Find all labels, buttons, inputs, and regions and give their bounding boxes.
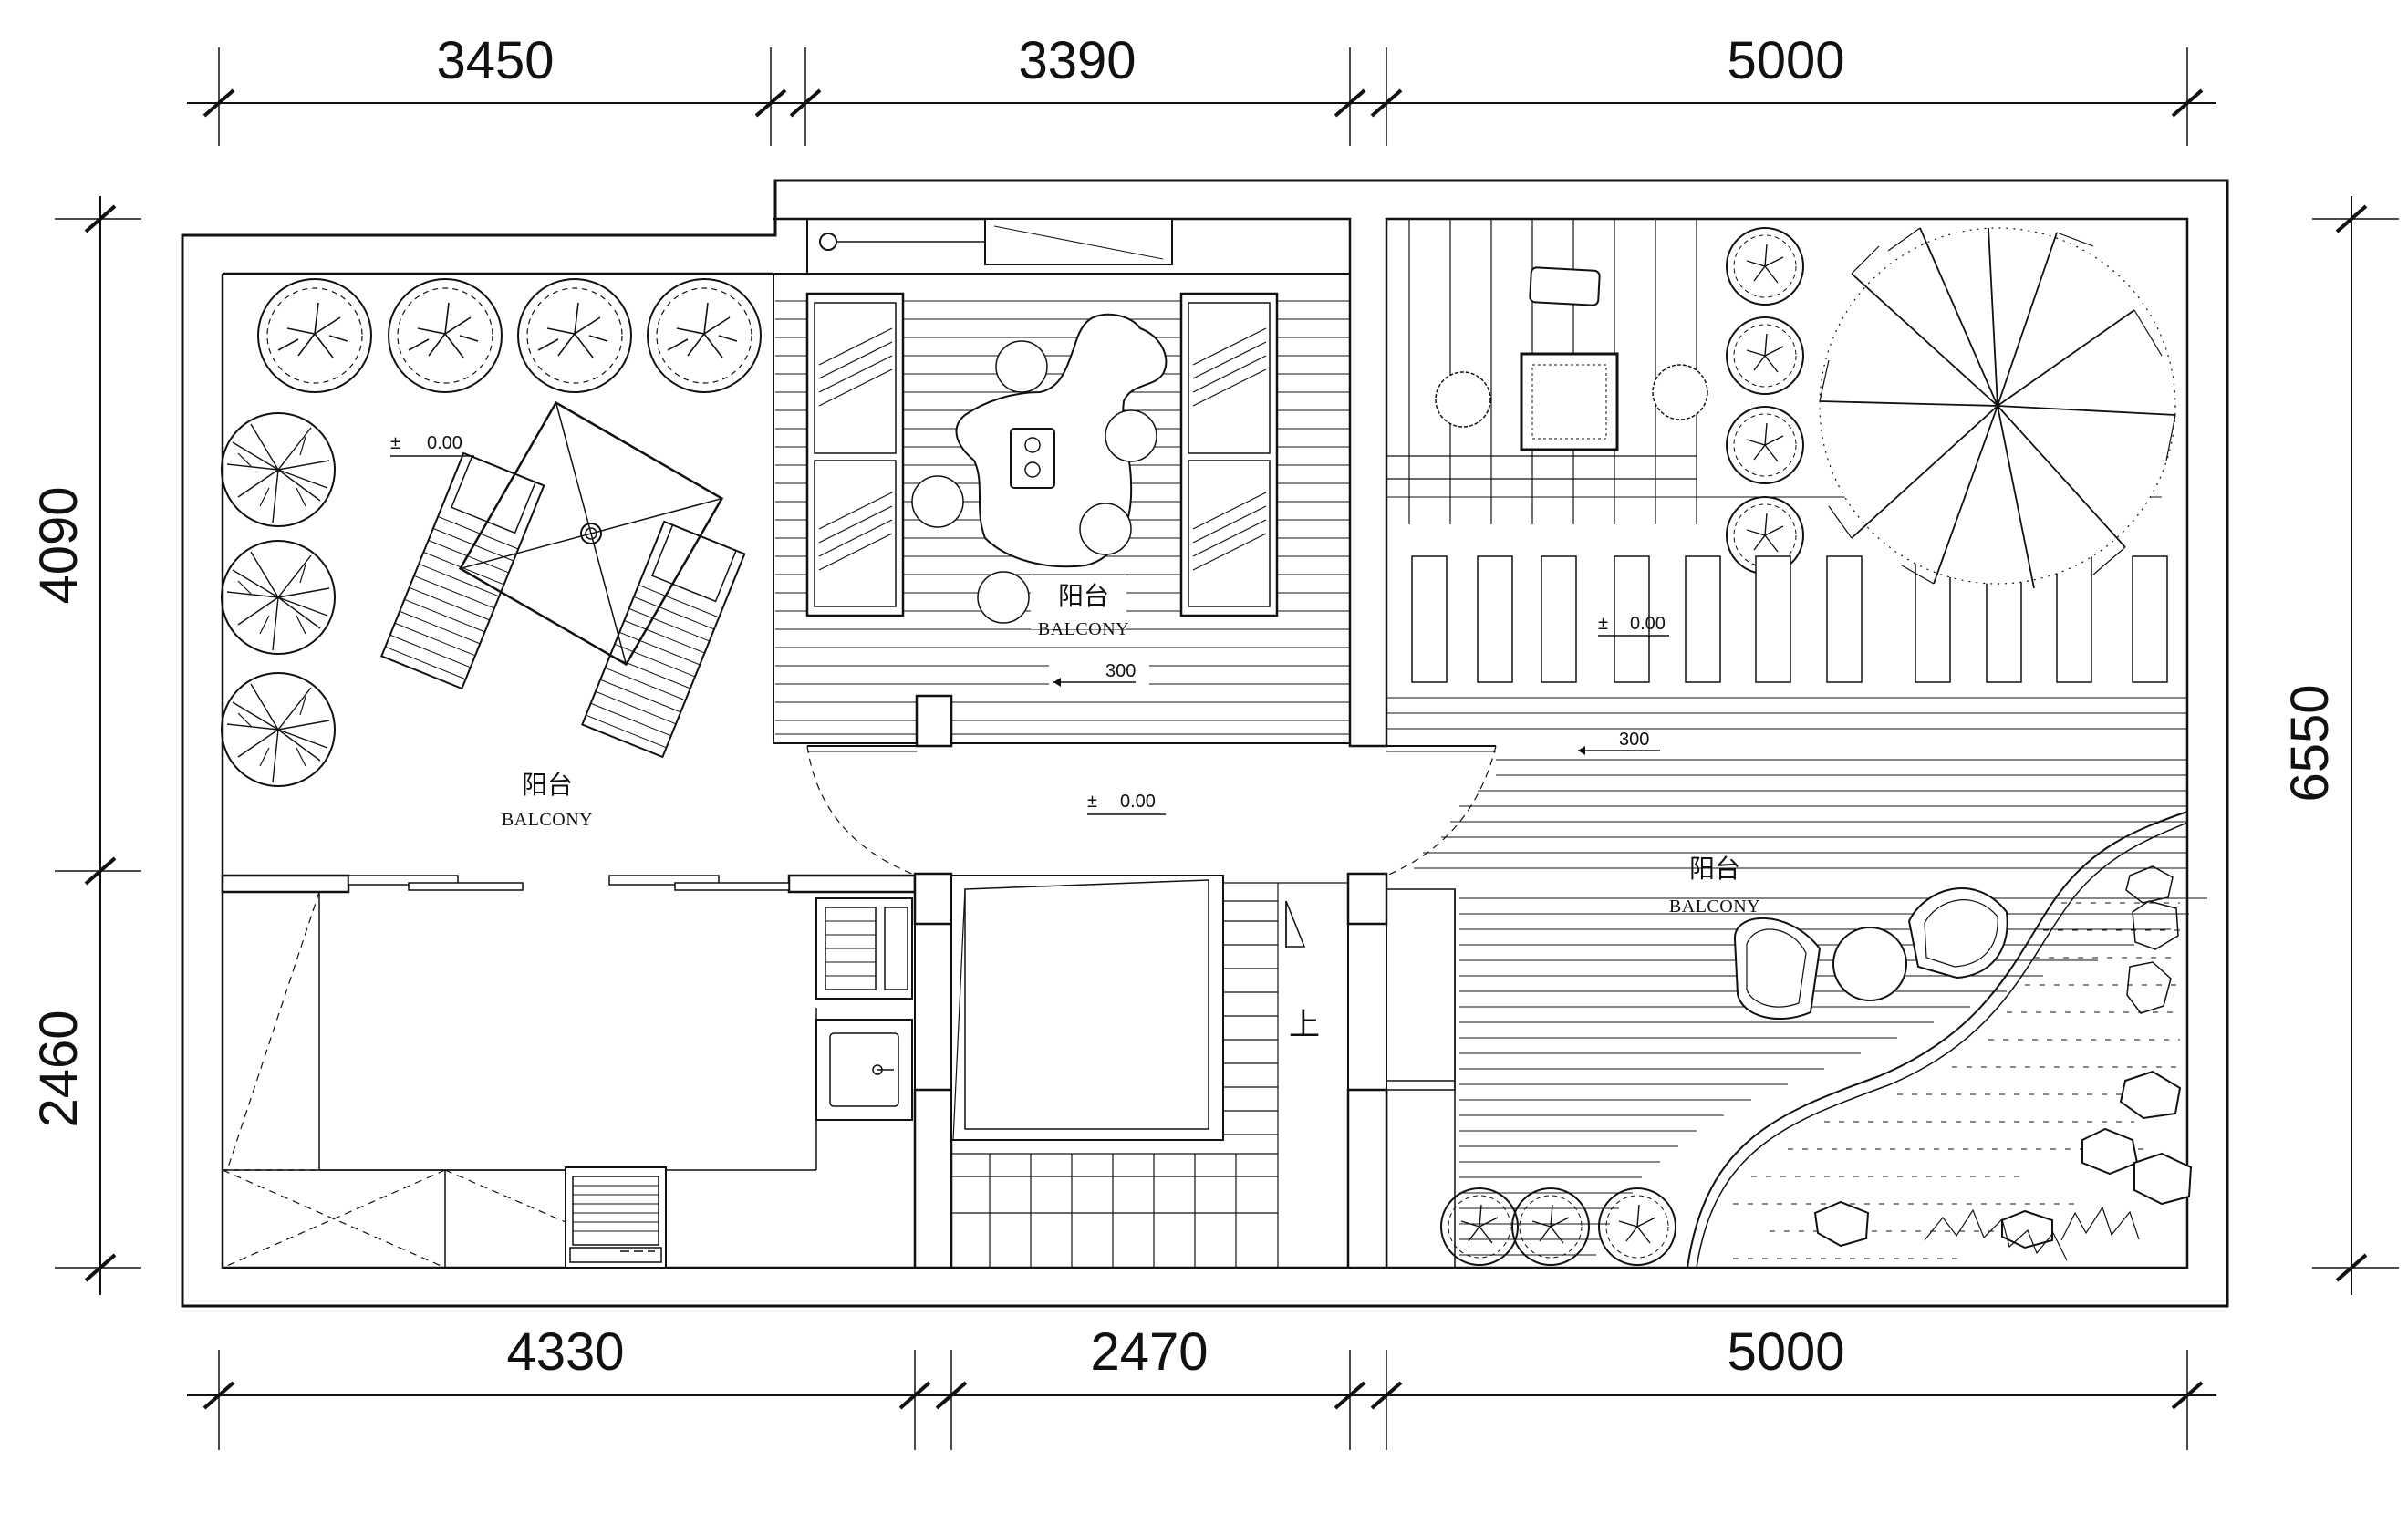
area-name-en: BALCONY bbox=[1669, 896, 1760, 917]
dim-top-3: 5000 bbox=[1727, 31, 1844, 90]
dimension-top: 3450 3390 5000 bbox=[187, 31, 2216, 146]
area-name-cn: 阳台 bbox=[1689, 854, 1740, 884]
parasol-icon bbox=[458, 400, 724, 667]
shrub-icon bbox=[1726, 316, 1804, 395]
dim-bottom-1: 4330 bbox=[506, 1322, 624, 1382]
cushion-icon bbox=[1529, 266, 1601, 306]
dim-bottom-3: 5000 bbox=[1727, 1322, 1844, 1382]
shrub-icon bbox=[257, 278, 372, 393]
stool-icon bbox=[911, 475, 964, 528]
stool-icon bbox=[977, 571, 1030, 624]
dimension-bottom: 4330 2470 5000 bbox=[187, 1322, 2216, 1450]
dim-left-1: 4090 bbox=[29, 486, 88, 604]
chair-icon bbox=[1733, 917, 1822, 1020]
shrub-icon bbox=[1726, 406, 1804, 484]
table-icon bbox=[1520, 352, 1619, 451]
level-mark: ± bbox=[1598, 614, 1608, 634]
level-value: 300 bbox=[1619, 730, 1649, 750]
dim-top-1: 3450 bbox=[436, 31, 554, 90]
level-value: 0.00 bbox=[1120, 792, 1156, 812]
level-value: 300 bbox=[1105, 661, 1136, 681]
shrub-icon bbox=[388, 278, 503, 393]
dim-bottom-2: 2470 bbox=[1090, 1322, 1208, 1382]
dimension-right: 6550 bbox=[2280, 196, 2399, 1295]
bench-icon bbox=[805, 292, 905, 617]
shrub-icon bbox=[1440, 1187, 1519, 1266]
shrub-icon bbox=[517, 278, 632, 393]
bench-icon bbox=[1179, 292, 1279, 617]
level-mark: ± bbox=[390, 433, 400, 453]
sink-icon bbox=[815, 1019, 913, 1121]
area-name-en: BALCONY bbox=[1038, 619, 1129, 639]
room-bottom-left bbox=[221, 874, 917, 1269]
central-area: ± 0.00 bbox=[806, 745, 1497, 876]
area-name-en: BALCONY bbox=[502, 810, 593, 830]
table-icon bbox=[1832, 927, 1907, 1001]
stove-icon bbox=[565, 1166, 667, 1269]
stair-up-label: 上 bbox=[1289, 1007, 1320, 1043]
shrub-icon bbox=[647, 278, 762, 393]
stool-icon bbox=[1652, 364, 1708, 420]
level-value: 0.00 bbox=[427, 433, 462, 453]
dim-top-2: 3390 bbox=[1018, 31, 1136, 90]
outer-walls bbox=[181, 179, 2229, 1308]
balcony-top-middle: 阳台 BALCONY 300 bbox=[773, 218, 1351, 748]
dimension-left: 4090 2460 bbox=[29, 196, 141, 1295]
balcony-top-left: ± 0.00 阳台 BALCONY bbox=[221, 278, 762, 830]
stool-icon bbox=[1105, 409, 1157, 462]
stair-area: 上 bbox=[913, 872, 1388, 1269]
stool-icon bbox=[995, 340, 1048, 393]
rock-icon bbox=[1813, 865, 2193, 1261]
sun-lounger-icon bbox=[380, 451, 545, 690]
dim-left-2: 2460 bbox=[29, 1010, 88, 1127]
tree-icon bbox=[221, 412, 336, 527]
balcony-right-lower: 阳台 BALCONY 300 bbox=[1386, 697, 2207, 1269]
shrub-icon bbox=[1726, 227, 1804, 306]
organic-table-icon bbox=[955, 313, 1168, 568]
stool-icon bbox=[1079, 503, 1132, 555]
sun-lounger-icon bbox=[581, 520, 746, 759]
tree-icon bbox=[221, 540, 336, 655]
stool-icon bbox=[1435, 371, 1491, 428]
area-name-cn: 阳台 bbox=[522, 770, 573, 800]
level-mark: ± bbox=[1087, 792, 1097, 812]
balcony-top-right: ± 0.00 bbox=[1386, 219, 2176, 683]
level-value: 0.00 bbox=[1630, 614, 1666, 634]
large-tree-icon bbox=[1819, 227, 2176, 589]
shrub-icon bbox=[1598, 1187, 1676, 1266]
dim-right-1: 6550 bbox=[2280, 684, 2340, 802]
shrub-icon bbox=[1511, 1187, 1590, 1266]
area-name-cn: 阳台 bbox=[1058, 581, 1109, 611]
appliance-icon bbox=[815, 897, 913, 1000]
chair-icon bbox=[1907, 887, 2008, 979]
tree-icon bbox=[221, 672, 336, 787]
